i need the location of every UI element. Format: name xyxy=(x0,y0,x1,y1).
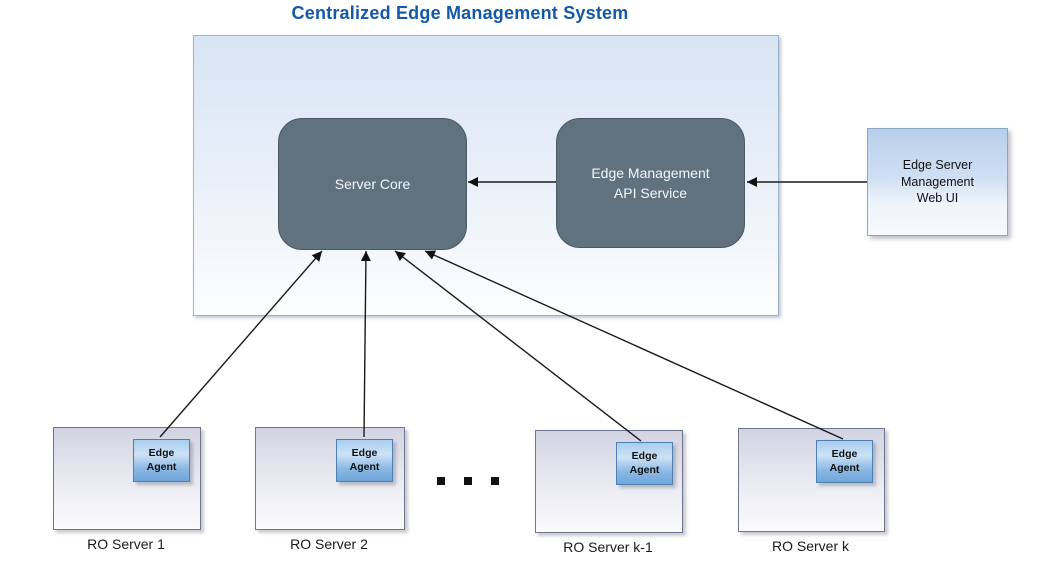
ro-server-k-1-box: Edge Agent xyxy=(535,430,683,533)
ro-server-k-label: RO Server k xyxy=(771,538,849,554)
edge-agent-2-node: Edge Agent xyxy=(336,439,393,482)
server-core-node: Server Core xyxy=(278,118,467,250)
api-service-node: Edge Management API Service xyxy=(556,118,745,248)
ellipsis-dot xyxy=(464,477,472,485)
ro-server-2-box: Edge Agent xyxy=(255,427,405,530)
api-service-label-line2: API Service xyxy=(613,185,688,201)
edge-agent-1-node: Edge Agent xyxy=(133,439,190,482)
edge-agent-k-node: Edge Agent xyxy=(816,440,873,483)
ro-server-1-label: RO Server 1 xyxy=(87,536,165,552)
ro-server-1-node: Edge Agent RO Server 1 xyxy=(53,427,201,552)
edge-agent-label-line2: Agent xyxy=(829,461,860,474)
edge-agent-label-line2: Agent xyxy=(146,460,177,473)
edge-agent-label-line1: Edge xyxy=(831,448,858,461)
web-ui-label-line3: Web UI xyxy=(916,191,959,206)
ellipsis-dot xyxy=(437,477,445,485)
ro-server-k-1-label: RO Server k-1 xyxy=(563,539,653,555)
edge-agent-label-line2: Agent xyxy=(629,463,660,476)
ro-server-2-label: RO Server 2 xyxy=(290,536,368,552)
web-ui-label-line2: Management xyxy=(901,174,974,189)
ro-server-k-box: Edge Agent xyxy=(738,428,885,532)
web-ui-node: Edge Server Management Web UI xyxy=(867,128,1008,236)
api-service-label-line1: Edge Management xyxy=(591,164,710,181)
ro-server-k-1-node: Edge Agent RO Server k-1 xyxy=(535,430,683,555)
ro-server-1-box: Edge Agent xyxy=(53,427,201,530)
server-core-label: Server Core xyxy=(334,175,411,192)
edge-agent-k-1-node: Edge Agent xyxy=(616,442,673,485)
ellipsis-dots xyxy=(437,477,499,485)
edge-agent-label-line2: Agent xyxy=(349,460,380,473)
ro-server-k-node: Edge Agent RO Server k xyxy=(738,428,885,554)
ro-server-2-node: Edge Agent RO Server 2 xyxy=(255,427,405,552)
web-ui-label-line1: Edge Server xyxy=(902,157,973,172)
ellipsis-dot xyxy=(491,477,499,485)
edge-agent-label-line1: Edge xyxy=(631,450,658,463)
edge-agent-label-line1: Edge xyxy=(148,447,175,460)
diagram-title: Centralized Edge Management System xyxy=(291,3,629,23)
edge-agent-label-line1: Edge xyxy=(351,447,378,460)
